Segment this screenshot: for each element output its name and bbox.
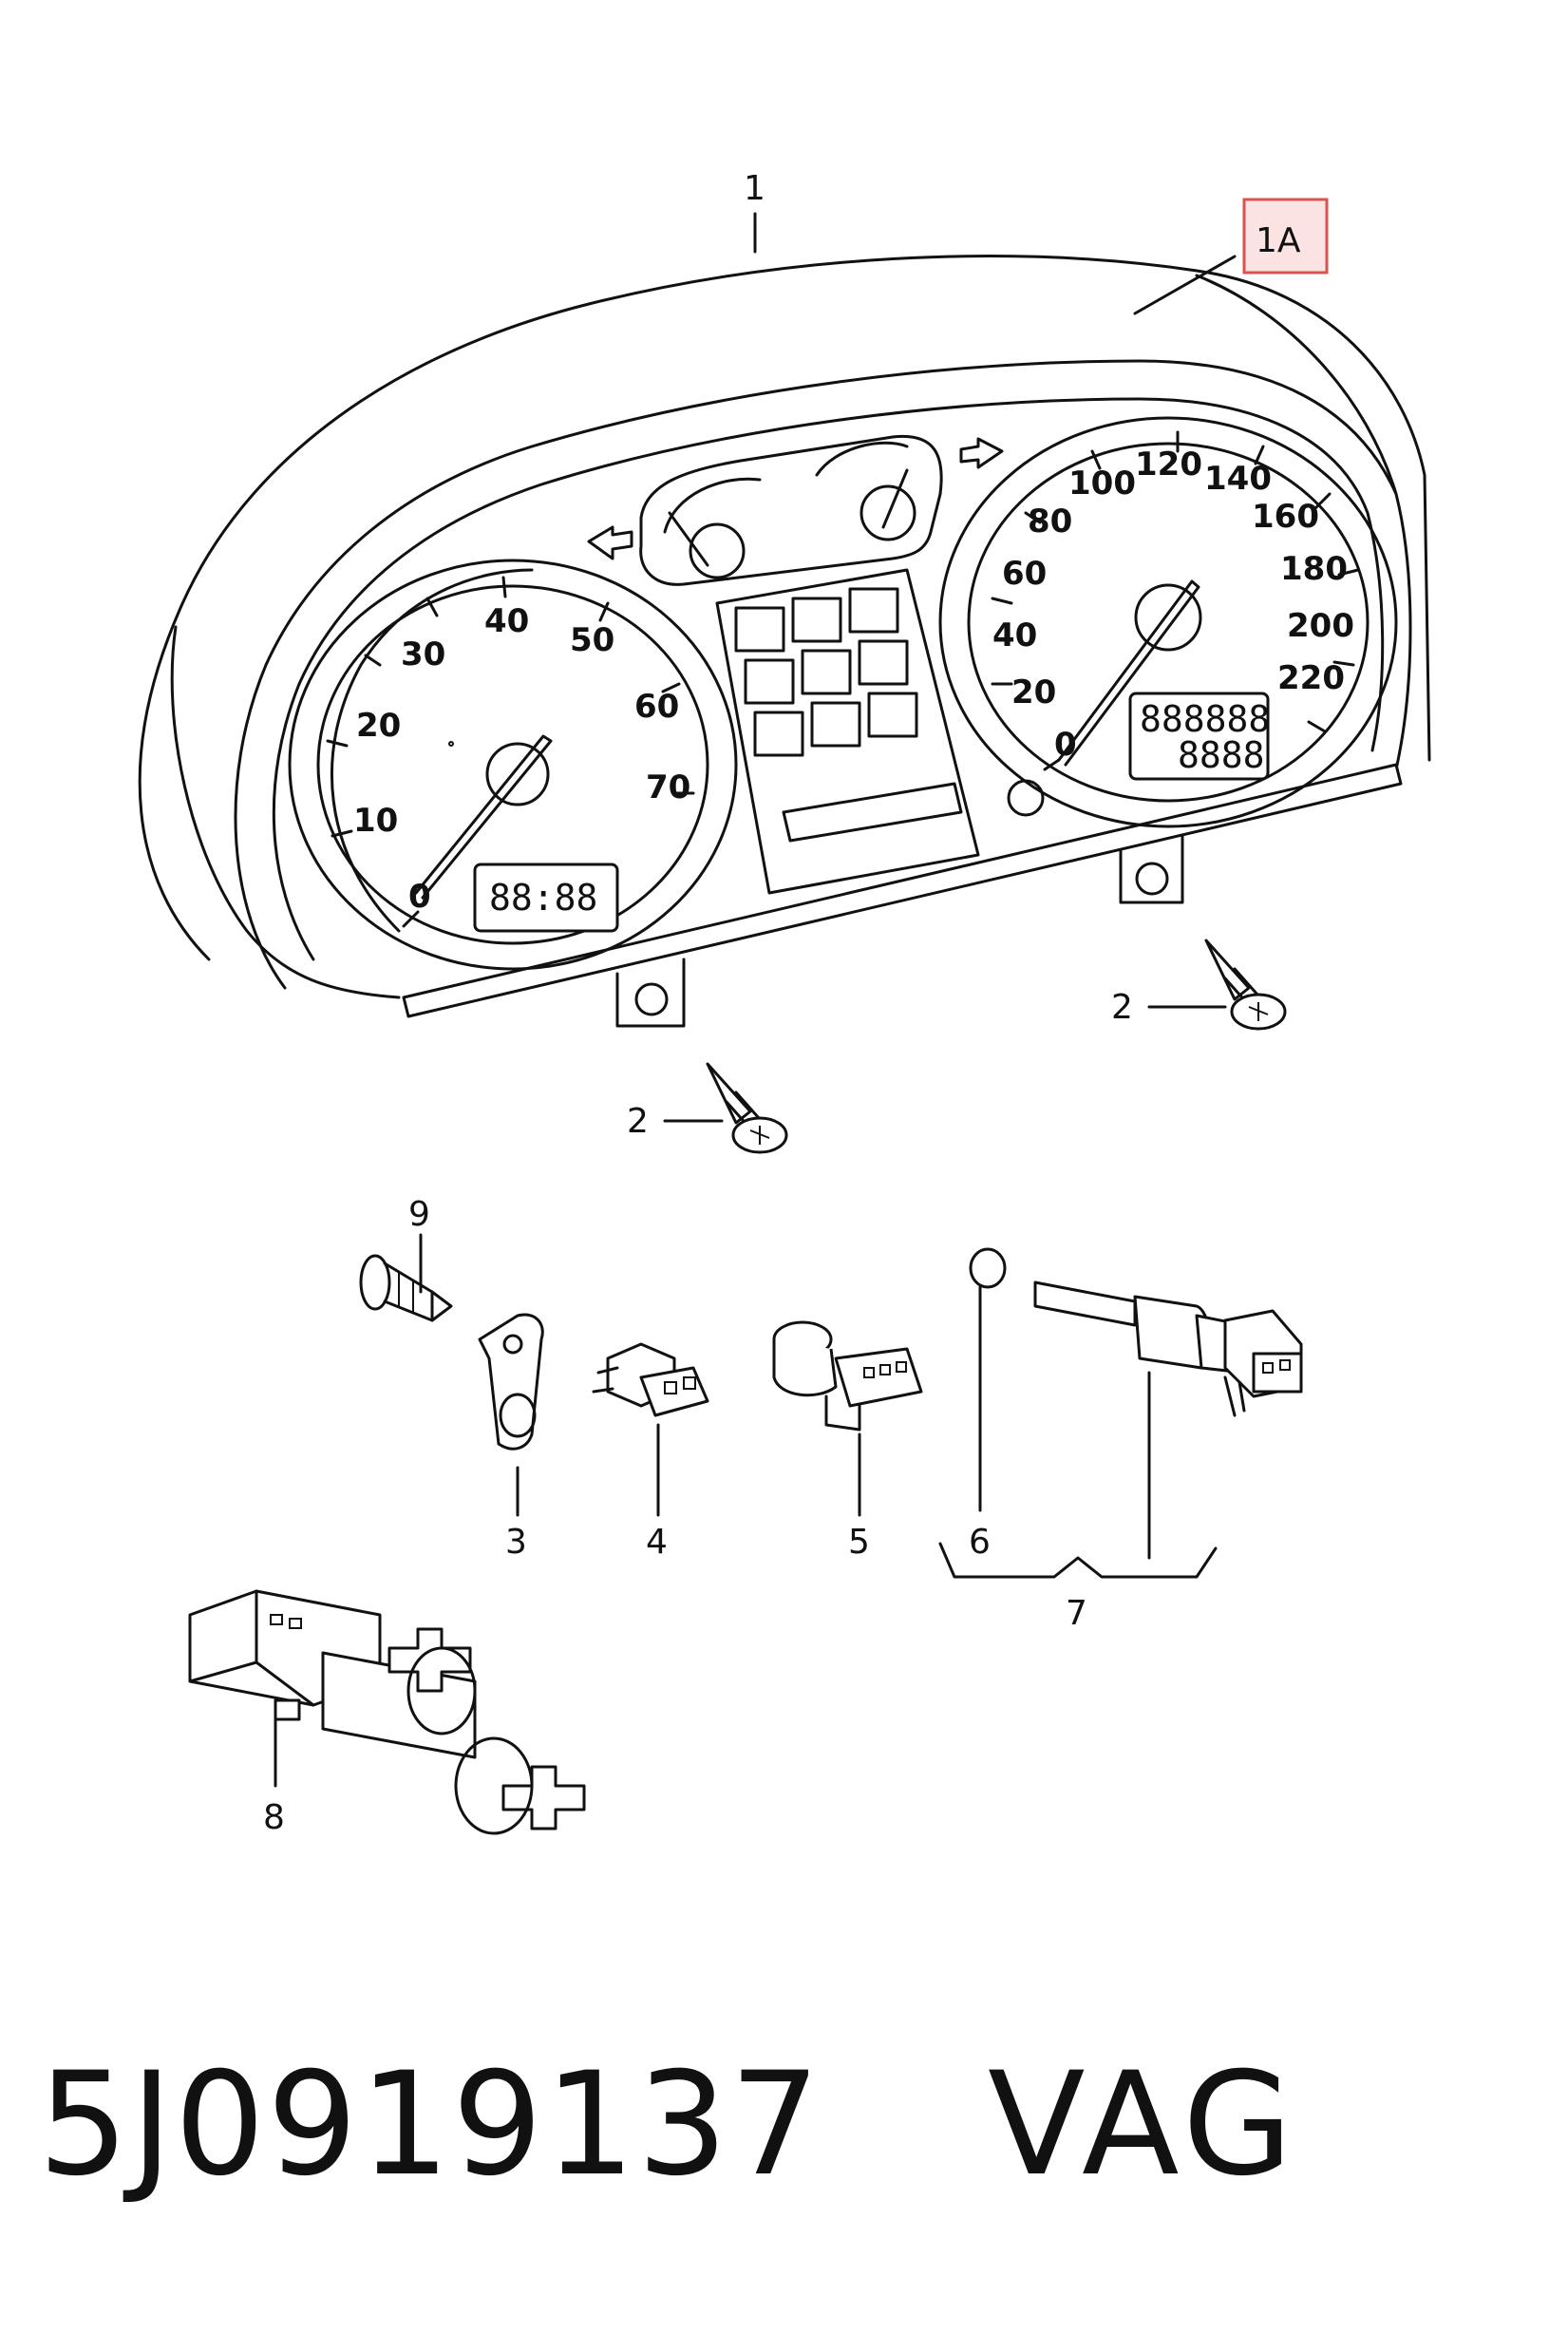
left-dial-label-0: 0 bbox=[408, 878, 431, 916]
left-dial-label-50: 50 bbox=[570, 621, 614, 659]
callout-9: 9 bbox=[408, 1195, 430, 1234]
right-gauge-ticks bbox=[991, 430, 1360, 771]
warning-lamp-grid bbox=[734, 587, 963, 843]
probe-sensor bbox=[1033, 1280, 1303, 1417]
bulb-holder-connector bbox=[188, 1589, 586, 1835]
right-dial-label-200: 200 bbox=[1287, 607, 1354, 645]
callout-7: 7 bbox=[1066, 1594, 1087, 1633]
right-lcd-line1: 888888 bbox=[1140, 698, 1270, 740]
callout-1a-box bbox=[1242, 198, 1329, 275]
left-dial-label-40: 40 bbox=[484, 602, 529, 640]
callout-1: 1 bbox=[744, 169, 765, 208]
left-dial-label-20: 20 bbox=[356, 707, 401, 745]
right-dial-label-220: 220 bbox=[1277, 659, 1345, 697]
right-dial-label-20: 20 bbox=[1011, 673, 1056, 711]
left-needle-hub bbox=[485, 742, 550, 806]
callout-8: 8 bbox=[263, 1798, 285, 1837]
right-turn-arrow bbox=[959, 437, 1004, 469]
small-connector bbox=[592, 1342, 709, 1417]
left-gauge-ticks bbox=[326, 576, 695, 928]
left-dial-label-60: 60 bbox=[634, 688, 679, 726]
callout-4: 4 bbox=[646, 1523, 668, 1562]
center-panel bbox=[587, 434, 1004, 895]
callout-1a: 1A bbox=[1256, 221, 1301, 260]
callout-6: 6 bbox=[969, 1523, 991, 1562]
callout-2-left: 2 bbox=[627, 1102, 649, 1141]
left-gauge: 0 10 20 30 40 50 60 70 88:88 bbox=[288, 559, 738, 971]
right-dial-label-40: 40 bbox=[992, 616, 1037, 654]
bracket-plate bbox=[478, 1313, 544, 1451]
right-dial-label-120: 120 bbox=[1135, 446, 1202, 484]
temp-gauge-hub bbox=[860, 484, 916, 541]
left-lcd-text: 88:88 bbox=[489, 877, 597, 919]
screw-right bbox=[1204, 939, 1287, 1031]
right-needle bbox=[1057, 579, 1200, 767]
left-needle bbox=[414, 734, 553, 900]
right-dial-label-80: 80 bbox=[1028, 503, 1072, 541]
right-lcd-frame bbox=[1128, 692, 1270, 781]
screw-left bbox=[706, 1062, 788, 1154]
left-dial-label-30: 30 bbox=[401, 635, 445, 673]
right-dial-label-160: 160 bbox=[1252, 498, 1319, 536]
callout-3: 3 bbox=[505, 1523, 527, 1562]
right-needle-hub bbox=[1134, 583, 1202, 652]
left-turn-arrow bbox=[587, 525, 633, 560]
fuel-gauge-hub bbox=[689, 522, 746, 579]
callout-2-right: 2 bbox=[1111, 988, 1133, 1027]
right-dial-label-180: 180 bbox=[1280, 550, 1348, 588]
right-dial-label-100: 100 bbox=[1068, 465, 1136, 503]
leader-lines bbox=[274, 212, 1237, 1788]
brand-name: VAG bbox=[988, 2042, 1299, 2208]
right-dial-label-0: 0 bbox=[1054, 726, 1077, 764]
instrument-cluster bbox=[138, 255, 1431, 1028]
right-gauge: 0 20 40 60 80 100 120 140 160 180 200 22… bbox=[938, 416, 1398, 828]
o-ring bbox=[969, 1247, 1007, 1289]
right-lcd-line2: 8888 bbox=[1178, 734, 1265, 776]
left-lcd-frame bbox=[473, 863, 619, 933]
callout-5: 5 bbox=[848, 1523, 870, 1562]
speed-sensor bbox=[772, 1320, 923, 1432]
right-dial-label-140: 140 bbox=[1204, 460, 1272, 498]
right-dial-label-60: 60 bbox=[1002, 555, 1047, 593]
left-dial-label-70: 70 bbox=[646, 768, 690, 806]
left-dial-label-10: 10 bbox=[353, 802, 398, 840]
small-screw bbox=[359, 1254, 453, 1322]
part-number: 5J0919137 bbox=[38, 2042, 822, 2208]
